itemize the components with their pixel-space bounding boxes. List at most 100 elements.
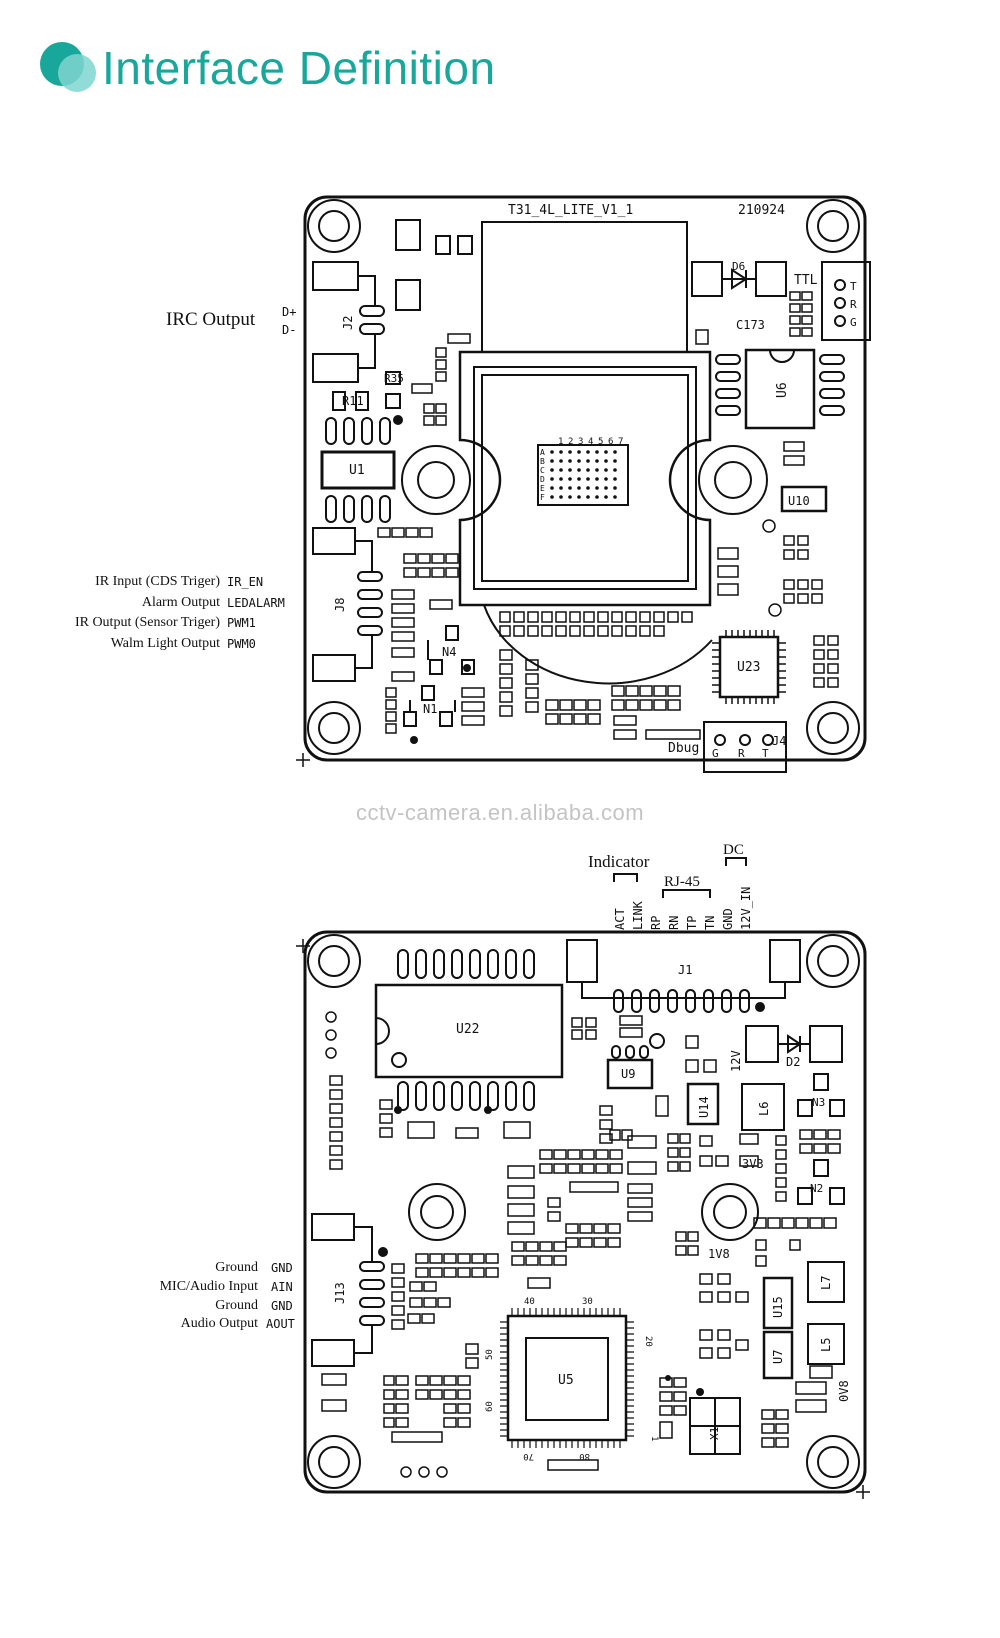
rail-12v-label: 12V: [729, 1050, 743, 1072]
j8-pin-labels: IR Input (CDS Triger) IR_EN Alarm Output…: [75, 574, 285, 651]
board-2-outline: [303, 930, 867, 1494]
chip-l7-label: L7: [819, 1276, 833, 1290]
rj45-header: RJ-45: [664, 874, 700, 890]
chip-n3-label: N3: [812, 1096, 825, 1109]
title-dots-icon: [40, 40, 96, 96]
svg-text:60: 60: [485, 1401, 495, 1412]
j13-pin-0: GND: [271, 1261, 293, 1275]
j8-pin-1: LEDALARM: [227, 596, 285, 610]
chip-n2-label: N2: [810, 1182, 823, 1195]
j1-pin-labels: ACT LINK RP RN TP TN GND 12V_IN: [613, 887, 753, 930]
svg-text:7: 7: [618, 437, 623, 447]
chip-l6-label: L6: [757, 1102, 771, 1116]
svg-text:1: 1: [649, 1436, 659, 1441]
svg-text:3: 3: [578, 437, 583, 447]
chip-d6-label: D6: [732, 260, 745, 273]
j13-desc-2: Ground: [215, 1298, 258, 1313]
svg-text:5: 5: [598, 437, 603, 447]
svg-text:A: A: [540, 448, 545, 457]
svg-text:2: 2: [568, 437, 573, 447]
j8-pin-3: PWM0: [227, 637, 256, 651]
chip-u14-label: U14: [697, 1096, 711, 1118]
title-text: Interface Definition: [102, 42, 496, 94]
j13-desc-0: Ground: [215, 1260, 258, 1275]
watermark: cctv-camera.en.alibaba.com: [355, 800, 645, 825]
j13-label: J13: [333, 1282, 347, 1304]
board-2-mount-holes: [307, 934, 860, 1489]
rail-3v3-label: 3V3: [742, 1157, 764, 1171]
board-2-diagram: Indicator RJ-45 DC ACT LINK RP RN TP TN …: [160, 842, 870, 1499]
svg-text:D: D: [540, 475, 545, 484]
j8-label: J8: [333, 598, 347, 612]
svg-text:B: B: [540, 457, 545, 466]
chip-u10-label: U10: [788, 494, 810, 508]
debug-pin-r: R: [738, 747, 745, 760]
svg-text:F: F: [540, 493, 545, 502]
j13-desc-3: Audio Output: [181, 1316, 259, 1331]
board-1-mount-holes: [307, 199, 860, 755]
chip-n4-label: N4: [442, 645, 456, 659]
j4-label: J4: [772, 734, 786, 748]
j13-pin-labels: Ground GND MIC/Audio Input AIN Ground GN…: [160, 1260, 295, 1331]
j8-pin-0: IR_EN: [227, 575, 263, 589]
j13-desc-1: MIC/Audio Input: [160, 1279, 259, 1294]
j2-label: J2: [341, 316, 355, 330]
debug-pin-t: T: [762, 747, 769, 760]
chip-u15-label: U15: [771, 1296, 785, 1318]
j1-pin-12v-in: 12V_IN: [739, 887, 753, 930]
debug-pin-g: G: [712, 747, 719, 760]
chip-n1-label: N1: [423, 702, 437, 716]
chip-u7-label: U7: [771, 1350, 785, 1364]
j13-pin-1: AIN: [271, 1280, 293, 1294]
irc-output-label: IRC Output: [166, 309, 256, 330]
rail-1v8-label: 1V8: [708, 1247, 730, 1261]
j8-pin-2: PWM1: [227, 616, 256, 630]
chip-u5-label: U5: [558, 1373, 574, 1388]
j1-pin-gnd: GND: [721, 908, 735, 930]
chip-r35-label: R35: [384, 372, 404, 385]
svg-text:E: E: [540, 484, 545, 493]
chip-u6-label: U6: [775, 382, 790, 398]
chip-u22-label: U22: [456, 1022, 479, 1037]
svg-text:40: 40: [524, 1297, 535, 1307]
j8-desc-1: Alarm Output: [142, 595, 220, 610]
chip-r11-label: R11: [342, 394, 364, 408]
svg-text:30: 30: [582, 1297, 593, 1307]
svg-text:70: 70: [523, 1451, 534, 1461]
u5-pin-numbers: 40 30 20 50 60 70 80 1: [485, 1297, 659, 1461]
svg-text:80: 80: [579, 1451, 590, 1461]
chip-c173-label: C173: [736, 318, 765, 332]
j8-desc-2: IR Output (Sensor Triger): [75, 615, 220, 630]
bga-column-labels: 1 2 3 4 5 6 7: [558, 437, 623, 447]
svg-text:20: 20: [643, 1336, 653, 1347]
j1-pin-link: LINK: [631, 900, 645, 930]
j8-desc-0: IR Input (CDS Triger): [95, 574, 220, 589]
chip-u9-label: U9: [621, 1067, 635, 1081]
j1-pin-rn: RN: [667, 916, 681, 930]
indicator-header: Indicator: [588, 852, 650, 871]
j1-pin-tp: TP: [685, 916, 699, 930]
ttl-pin-t: T: [850, 280, 857, 293]
chip-d2-label: D2: [786, 1055, 800, 1069]
board-1-silk-name: T31_4L_LITE_V1_1: [508, 203, 633, 218]
page-title: Interface Definition: [40, 38, 496, 98]
j8-desc-3: Walm Light Output: [111, 636, 220, 651]
board-1-outline: [303, 195, 867, 762]
j13-pin-2: GND: [271, 1299, 293, 1313]
chip-u23-label: U23: [737, 660, 760, 675]
svg-text:C: C: [540, 466, 545, 475]
debug-label: Dbug: [668, 741, 699, 756]
ttl-pin-g: G: [850, 316, 857, 329]
j13-pin-3: AOUT: [266, 1317, 295, 1331]
j1-pin-tn: TN: [703, 916, 717, 930]
irc-pin-d-plus: D+: [282, 305, 296, 319]
irc-pin-d-minus: D-: [282, 323, 296, 337]
svg-text:4: 4: [588, 437, 593, 447]
svg-text:1: 1: [558, 437, 563, 447]
chip-l5-label: L5: [819, 1338, 833, 1352]
rail-0v8-label: 0V8: [837, 1380, 851, 1402]
j1-label: J1: [678, 963, 692, 977]
dc-header: DC: [723, 842, 744, 858]
j1-pin-act: ACT: [613, 908, 627, 930]
board-1-silk-date: 210924: [738, 203, 785, 218]
